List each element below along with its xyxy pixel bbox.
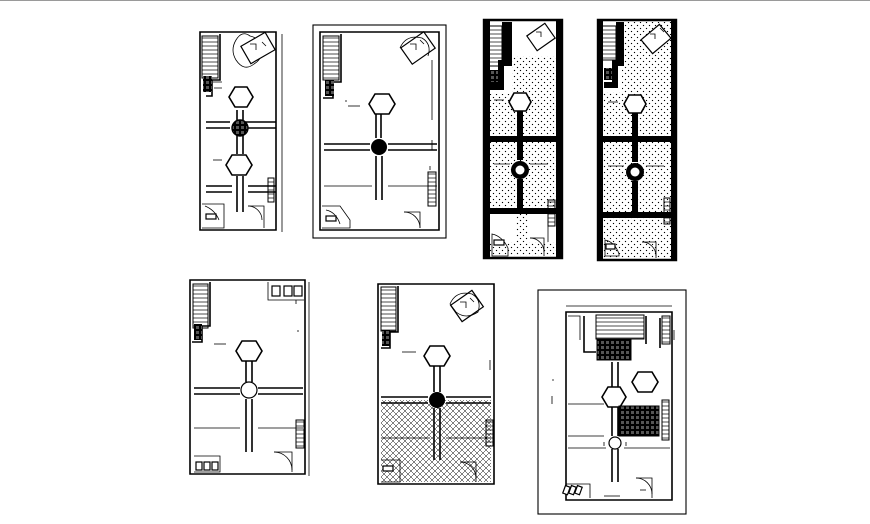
floor-plan-6 [377, 283, 495, 485]
central-tiled-circle [231, 119, 249, 137]
hexagon-room [235, 340, 263, 362]
central-ring [240, 381, 258, 399]
hexagon-room-2 [225, 154, 253, 176]
floor-plan-1 [199, 31, 283, 232]
staircase [201, 35, 219, 79]
hexagon-room [228, 86, 254, 108]
top-border-line [0, 0, 870, 1]
lift [203, 76, 212, 92]
hexagon-room [508, 92, 532, 112]
washroom-fixture [195, 461, 203, 471]
staircase [192, 283, 209, 329]
staircase [322, 35, 340, 81]
central-solid-circle [371, 139, 387, 155]
hexagon-room [423, 345, 451, 367]
hexagon-room [623, 94, 647, 114]
floor-plan-2 [312, 24, 447, 239]
floor-plan-7 [537, 289, 687, 515]
floor-plan-5 [189, 279, 310, 476]
hexagon-symbol [631, 371, 659, 393]
tiled-area [618, 405, 660, 437]
central-ring [515, 165, 525, 175]
washroom-fixture [271, 285, 281, 297]
washroom-fixtures [561, 484, 583, 496]
floor-plan-4 [596, 18, 678, 262]
staircase [601, 25, 617, 61]
central-solid-circle [429, 392, 445, 408]
central-ring [630, 167, 640, 177]
hexagon-room [368, 93, 396, 115]
hexagon-room [601, 386, 627, 408]
staircase [380, 286, 397, 332]
floor-plan-3 [482, 18, 564, 260]
staircase [595, 314, 645, 340]
